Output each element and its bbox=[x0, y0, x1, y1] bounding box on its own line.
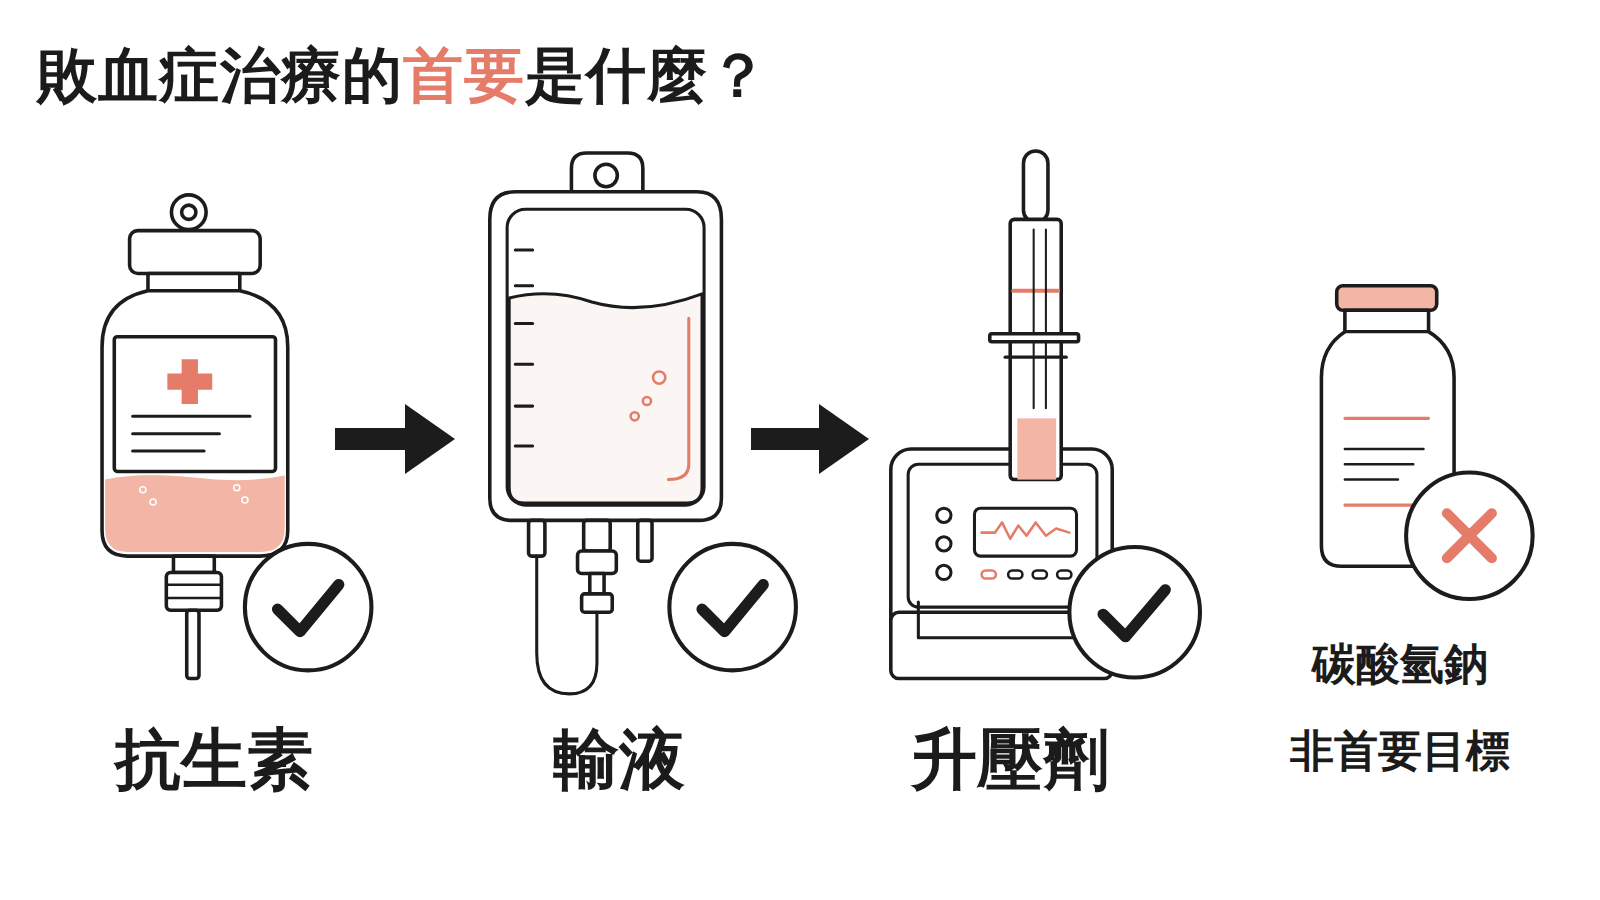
iv-fluid-bag bbox=[584, 520, 611, 551]
iv-fluid-bag bbox=[595, 164, 617, 186]
antibiotic-bottle bbox=[173, 556, 214, 572]
iv-fluid-bag bbox=[582, 594, 613, 612]
syringe-pump bbox=[918, 602, 1086, 638]
iv-fluid-bag bbox=[490, 192, 722, 521]
title-part: 敗血症治療的 bbox=[37, 40, 403, 110]
iv-fluid-bag bbox=[638, 520, 652, 561]
syringe-pump bbox=[1017, 418, 1056, 479]
step-label: 抗生素 bbox=[14, 720, 414, 800]
antibiotic-bottle bbox=[105, 475, 285, 552]
antibiotic-bottle bbox=[234, 485, 240, 491]
step-label: 升壓劑 bbox=[810, 720, 1210, 800]
antibiotic-bottle bbox=[133, 416, 250, 451]
cross-badge bbox=[1406, 472, 1533, 599]
iv-fluid-bag bbox=[590, 573, 604, 593]
antibiotic-bottle bbox=[130, 231, 261, 274]
check-badge bbox=[1069, 547, 1200, 678]
check-badge bbox=[702, 585, 763, 632]
iv-fluid-bag bbox=[643, 397, 651, 405]
treatment-step: 碳酸氫鈉 非首要目標 bbox=[1270, 280, 1540, 780]
syringe-pump bbox=[1008, 570, 1022, 578]
iv-fluid-bag bbox=[653, 371, 665, 383]
bicarbonate-vial bbox=[1345, 418, 1429, 505]
check-badge bbox=[1103, 590, 1165, 637]
treatment-step: 抗生素 bbox=[95, 190, 335, 800]
antibiotic-bottle bbox=[102, 291, 288, 556]
flow-arrow bbox=[335, 428, 415, 450]
title-part: 首要 bbox=[403, 40, 525, 110]
syringe-pump bbox=[1023, 151, 1047, 222]
treatment-step: 輸液 bbox=[455, 145, 751, 800]
step-label: 輸液 bbox=[419, 720, 819, 800]
syringe-pump bbox=[1013, 289, 1058, 293]
treatment-step: 升壓劑 bbox=[869, 145, 1209, 800]
syringe-pump bbox=[937, 565, 951, 579]
syringe-pump bbox=[937, 508, 951, 522]
bicarbonate-vial bbox=[1337, 286, 1437, 310]
syringe-pump bbox=[974, 508, 1076, 556]
cross-badge bbox=[1447, 513, 1492, 558]
bicarbonate-vial bbox=[1345, 330, 1429, 333]
antibiotic-bottle bbox=[187, 610, 199, 678]
flow-arrow bbox=[751, 428, 829, 450]
syringe-pump bbox=[937, 537, 951, 551]
iv-fluid-bag bbox=[578, 551, 617, 573]
syringe-pump bbox=[982, 522, 1070, 538]
step-label: 碳酸氫鈉 非首要目標 bbox=[1275, 620, 1525, 794]
antibiotic-bottle bbox=[242, 497, 248, 503]
iv-fluid-bag bbox=[529, 520, 545, 556]
check-badge bbox=[278, 585, 339, 632]
iv-fluid-bag bbox=[509, 294, 702, 503]
cross-badge bbox=[1406, 472, 1533, 599]
check-badge bbox=[669, 544, 796, 671]
syringe-pump bbox=[1005, 356, 1066, 359]
iv-fluid-bag bbox=[571, 153, 642, 196]
syringe-pump bbox=[1033, 570, 1047, 578]
syringe-pump bbox=[1034, 230, 1046, 409]
antibiotic-bottle bbox=[167, 359, 212, 404]
antibiotic-bottle bbox=[171, 195, 206, 230]
antibiotic-bottle bbox=[166, 572, 221, 610]
check-badge bbox=[1069, 547, 1200, 678]
iv-fluid-bag bbox=[668, 318, 688, 479]
illustration bbox=[102, 151, 1533, 694]
antibiotic-bottle bbox=[182, 205, 196, 219]
title-part: 是什麼？ bbox=[525, 40, 769, 110]
iv-fluid-bag bbox=[537, 556, 597, 694]
syringe-pump bbox=[1057, 570, 1071, 578]
check-badge bbox=[245, 544, 372, 671]
check-badge bbox=[245, 544, 372, 671]
antibiotic-bottle bbox=[166, 585, 221, 598]
bicarbonate-vial bbox=[1345, 449, 1424, 480]
antibiotic-bottle bbox=[114, 337, 275, 472]
antibiotic-bottle bbox=[150, 499, 156, 505]
syringe-pump bbox=[908, 464, 1097, 607]
iv-fluid-bag bbox=[631, 412, 639, 420]
syringe-pump bbox=[982, 570, 996, 578]
check-badge bbox=[669, 544, 796, 671]
iv-fluid-bag bbox=[515, 250, 532, 446]
iv-fluid-bag bbox=[507, 209, 704, 505]
title: 敗血症治療的首要是什麼？ bbox=[37, 36, 769, 117]
syringe-pump bbox=[990, 334, 1079, 342]
antibiotic-bottle bbox=[140, 487, 146, 493]
syringe-pump bbox=[1010, 219, 1061, 479]
